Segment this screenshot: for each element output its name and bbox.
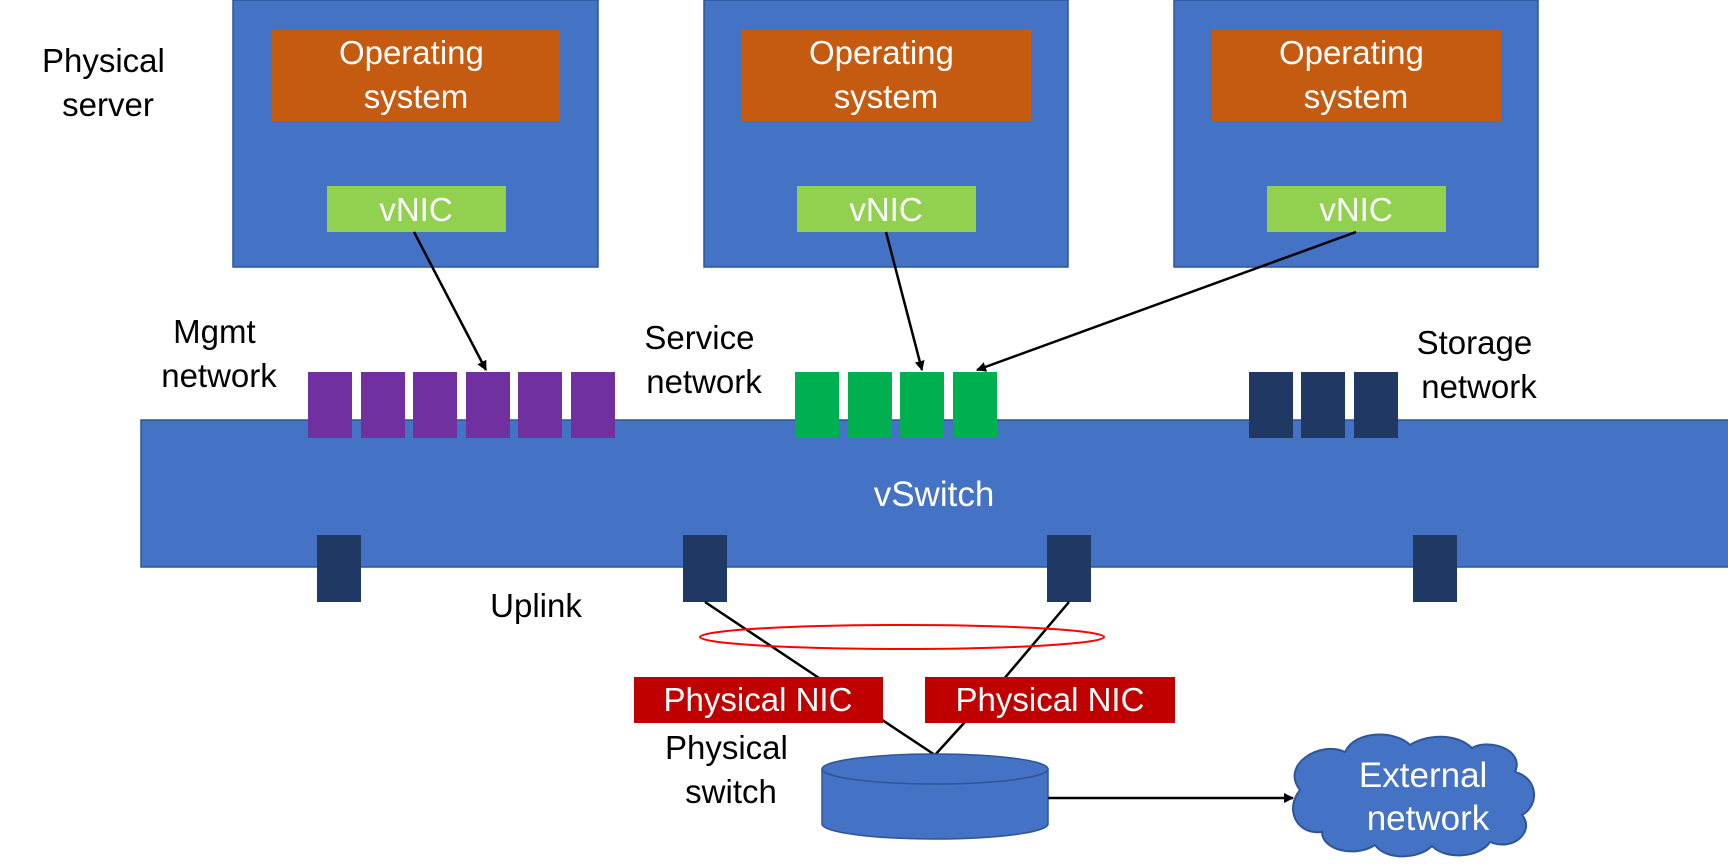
uplink-port [317,535,361,602]
mgmt-port-group [308,372,615,438]
storage-port [1301,372,1345,438]
service-port-group [795,372,997,438]
operating-system-box [272,30,560,121]
mgmt-port [518,372,562,438]
operating-system-box [742,30,1031,121]
physical-nic-left: Physical NIC [634,677,883,723]
virtual-machine-2: Operating system vNIC [703,0,1069,268]
vswitch-box [140,419,1728,568]
uplink-label: Uplink [490,587,582,624]
mgmt-network-label: Mgmt network [161,313,277,394]
mgmt-port [361,372,405,438]
service-port [795,372,839,438]
mgmt-port [571,372,615,438]
service-network-label: Service network [644,319,763,400]
physical-server-label: Physical server [42,42,174,123]
vnic-box [797,186,976,232]
physical-switch-label: Physical switch [665,729,797,810]
vnic-box [1267,186,1446,232]
vnic-label: vNIC [379,191,452,228]
physical-switch-icon [821,753,1049,840]
vnic-label: vNIC [849,191,922,228]
operating-system-label: Operating system [339,34,493,115]
storage-port [1354,372,1398,438]
physical-nic-right: Physical NIC [925,677,1175,723]
virtual-machine-1: Operating system vNIC [232,0,599,268]
mgmt-port [413,372,457,438]
storage-network-label: Storage network [1417,324,1542,405]
storage-port [1249,372,1293,438]
vnic-box [327,186,506,232]
vnic-2-to-service-port-arrow [884,231,925,371]
cloud-icon [1292,733,1536,858]
service-port [848,372,892,438]
uplink-port [1413,535,1457,602]
physical-nic-label: Physical NIC [664,681,853,718]
mgmt-port [308,372,352,438]
virtual-machine-3: Operating system vNIC [1173,0,1539,268]
physical-nic-label: Physical NIC [956,681,1145,718]
uplink-port [683,535,727,602]
link-aggregation-ring [699,624,1105,650]
service-port [953,372,997,438]
vswitch-label: vSwitch [874,475,995,514]
operating-system-label: Operating system [1279,34,1433,115]
operating-system-label: Operating system [809,34,963,115]
uplink-port-group [317,535,1457,602]
vnic-3-to-service-port-arrow [976,230,1357,372]
operating-system-box [1212,30,1501,121]
uplink-port [1047,535,1091,602]
storage-port-group [1249,372,1398,438]
physical-nic-box [925,677,1175,723]
vnic-1-to-mgmt-port-arrow [412,231,488,371]
vnic-label: vNIC [1319,191,1392,228]
mgmt-port [466,372,510,438]
service-port [900,372,944,438]
physical-nic-box [634,677,883,723]
external-network-label: External network [1359,756,1497,838]
